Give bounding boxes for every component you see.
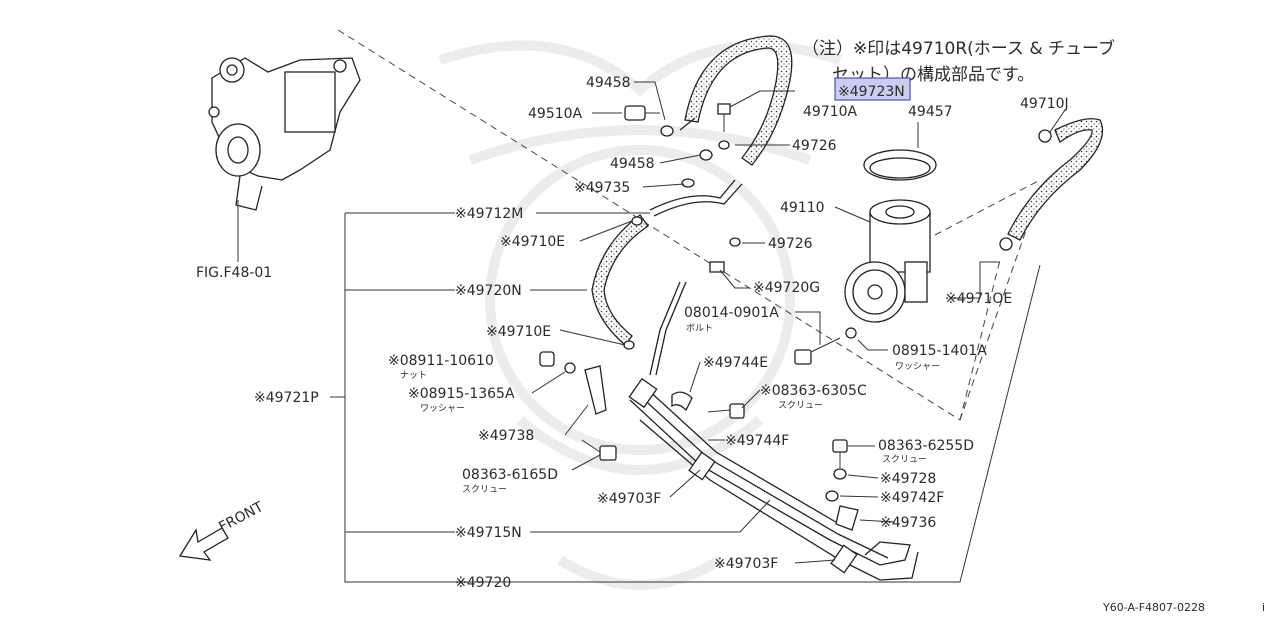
part-sublabel: スクリュー bbox=[462, 484, 507, 495]
part-label[interactable]: 08363-6165D bbox=[462, 467, 558, 483]
part-sublabel: ワッシャー bbox=[895, 362, 940, 372]
part-label[interactable]: 49458 bbox=[586, 75, 631, 91]
part-label[interactable]: 49458 bbox=[610, 156, 655, 172]
part-label[interactable]: ※49703F bbox=[597, 491, 661, 507]
part-label[interactable]: ※08915-1365A bbox=[408, 386, 515, 402]
part-label[interactable]: ※49738 bbox=[478, 428, 534, 444]
part-label[interactable]: ※08363-6305C bbox=[760, 383, 867, 399]
part-label[interactable]: 49726 bbox=[768, 236, 813, 252]
part-sublabel: ナット bbox=[400, 370, 427, 381]
part-sublabel: ワッシャー bbox=[420, 404, 465, 414]
part-label[interactable]: ※49710E bbox=[500, 234, 565, 250]
part-sublabel: スクリュー bbox=[778, 400, 823, 411]
part-label[interactable]: ※49721P bbox=[254, 390, 319, 406]
part-label[interactable]: ※49712M bbox=[455, 206, 523, 222]
part-label[interactable]: ※49742F bbox=[880, 490, 944, 506]
part-label[interactable]: ※49736 bbox=[880, 515, 936, 531]
diagram-code: Y60-A-F4807-0228 bbox=[1102, 601, 1205, 614]
fig-reference-label: FIG.F48-01 bbox=[196, 265, 272, 281]
front-direction-arrow: FRONT bbox=[178, 499, 266, 561]
return-hose bbox=[591, 214, 649, 346]
part-label[interactable]: ※49744F bbox=[725, 433, 789, 449]
front-label: FRONT bbox=[216, 499, 266, 536]
part-label[interactable]: ※49728 bbox=[880, 471, 936, 487]
part-label[interactable]: 49110 bbox=[780, 200, 825, 216]
part-label[interactable]: ※4971OE bbox=[945, 291, 1012, 307]
pressure-tubes bbox=[628, 179, 919, 581]
part-sublabel: ボルト bbox=[686, 323, 713, 334]
part-label[interactable]: ※49735 bbox=[574, 180, 630, 196]
pressure-hose bbox=[679, 35, 793, 166]
power-steering-pump bbox=[844, 149, 937, 323]
highlighted-part-number[interactable]: ※49723N bbox=[838, 84, 905, 100]
part-label[interactable]: ※49720N bbox=[455, 283, 522, 299]
leader-lines bbox=[330, 81, 1066, 583]
part-label[interactable]: ※08911-10610 bbox=[388, 353, 494, 369]
part-label[interactable]: 08014-0901A bbox=[684, 305, 779, 321]
part-sublabel: スクリュー bbox=[882, 454, 927, 465]
part-label[interactable]: ※49715N bbox=[455, 525, 522, 541]
part-label[interactable]: 49710J bbox=[1020, 96, 1069, 112]
part-label[interactable]: 49510A bbox=[528, 106, 583, 122]
part-label[interactable]: ※49744E bbox=[703, 355, 768, 371]
corner-mark: i bbox=[1262, 601, 1265, 614]
part-label[interactable]: 49726 bbox=[792, 138, 837, 154]
part-label[interactable]: 49457 bbox=[908, 104, 953, 120]
fasteners bbox=[539, 103, 859, 531]
reservoir-hose bbox=[999, 118, 1104, 251]
part-label[interactable]: 08915-1401A bbox=[892, 343, 987, 359]
part-label[interactable]: ※49703F bbox=[714, 556, 778, 572]
part-label[interactable]: 08363-6255D bbox=[878, 438, 974, 454]
dashed-reference-lines bbox=[337, 29, 1041, 421]
note-line-1: （注）※印は49710R(ホース & チューブ bbox=[802, 38, 1115, 59]
highlight-box bbox=[834, 77, 911, 101]
steering-gear-box bbox=[208, 57, 361, 211]
part-label[interactable]: ※49710E bbox=[486, 324, 551, 340]
part-label[interactable]: ※49720G bbox=[753, 280, 820, 296]
part-label[interactable]: ※49720 bbox=[455, 575, 511, 591]
part-label[interactable]: 49710A bbox=[803, 104, 858, 120]
